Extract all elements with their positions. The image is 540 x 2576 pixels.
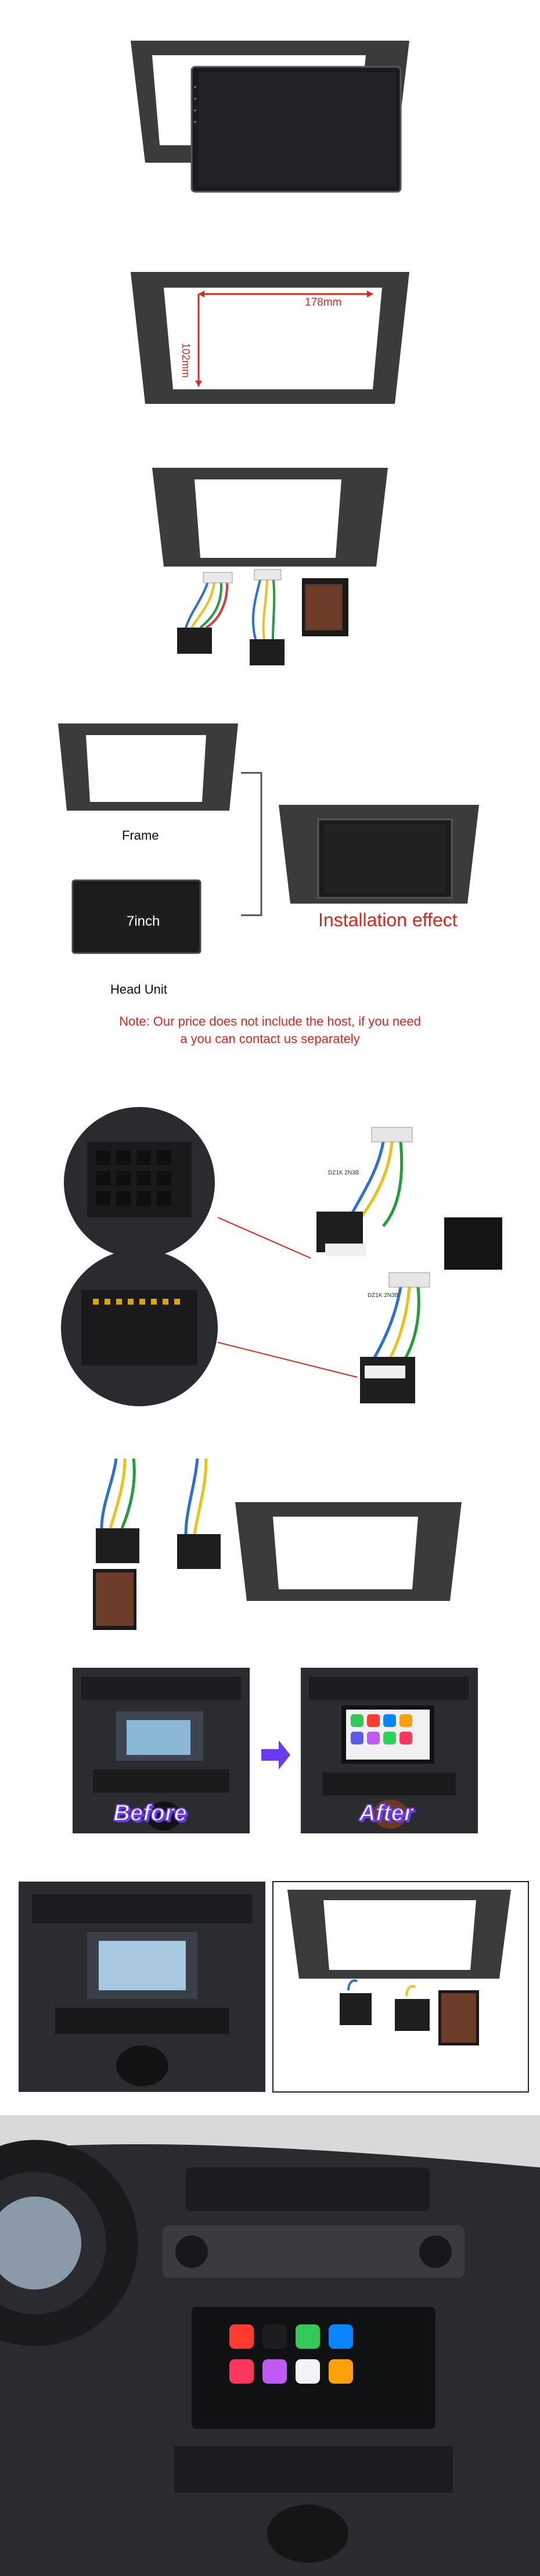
before-badge: Before — [113, 1800, 188, 1826]
section-interior-installed — [0, 2115, 540, 2576]
installation-effect-label: Installation effect — [318, 909, 458, 930]
frame-label: Frame — [122, 828, 159, 843]
section-frame-and-harness — [0, 453, 540, 686]
section-kit-contents — [0, 1447, 540, 1639]
section-installation-effect: Frame 7inch Head Unit Installation effec… — [0, 709, 540, 1069]
installation-illustration — [58, 723, 479, 954]
kit-contents-illustration — [93, 1458, 462, 1630]
decoder-box — [302, 578, 348, 636]
screen-size-label: 7inch — [127, 913, 160, 929]
connector-text-lower: DZ1K 2N3B — [368, 1292, 399, 1299]
harness-lower — [360, 1272, 430, 1403]
wiring-harness-right — [250, 569, 285, 665]
harness-pair — [96, 1458, 221, 1569]
note-line-1: Note: Our price does not include the hos… — [119, 1014, 421, 1029]
section-dash-and-kit — [0, 1877, 540, 2098]
harness-upper — [316, 1127, 413, 1256]
section-connector-closeups: DZ1K 2N3B DZ1K 2N3B — [0, 1087, 540, 1470]
section-frame-with-unit — [0, 0, 540, 232]
connector-text-upper: DZ1K 2N3B — [328, 1170, 359, 1176]
dash-and-kit-illustration — [19, 1881, 529, 2093]
after-badge: After — [358, 1800, 413, 1826]
interior-installed-illustration — [0, 2115, 540, 2576]
section-before-after: Before After — [0, 1662, 540, 1871]
frame-harness-illustration — [152, 468, 388, 665]
before-after-illustration — [73, 1668, 478, 1833]
width-dimension-label: 178mm — [305, 296, 342, 309]
section-frame-dimensions: 178mm 102mm — [0, 256, 540, 418]
height-dimension-label: 102mm — [180, 343, 192, 378]
head-unit-label: Head Unit — [110, 982, 167, 997]
frame-dimension-illustration — [131, 272, 409, 404]
frame-with-unit-illustration — [131, 41, 409, 193]
connector-closeup-illustration — [61, 1107, 502, 1406]
note-line-2: a you can contact us separately — [180, 1031, 360, 1046]
wiring-harness-left — [177, 572, 233, 654]
decoder-box-small — [444, 1217, 502, 1270]
